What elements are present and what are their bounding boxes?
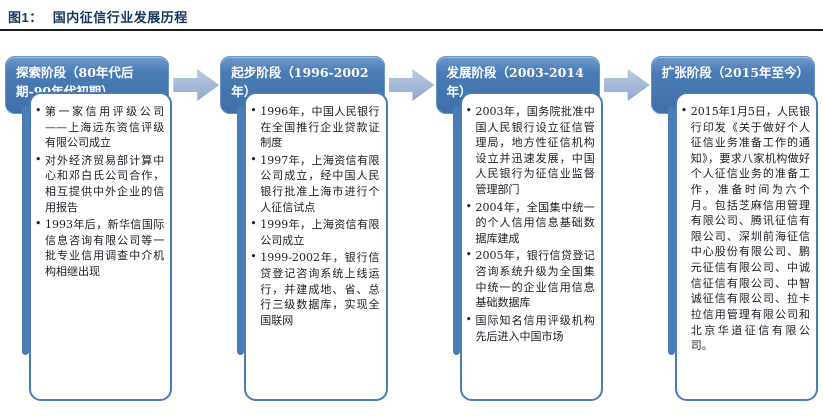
stage-body: • 第一家信用评级公司——上海远东资信评级有限公司成立 • 对外经济贸易部计算中… [29,92,173,401]
bullet-item: • 1999-2002年，银行信贷登记咨询系统上线运行，并建成地、省、总行三级数… [249,250,379,328]
bullet-icon: • [250,152,257,166]
bullet-text: 国际知名信用评级机构先后进入中国市场 [475,313,595,343]
arrow-right-icon [388,69,435,101]
figure-label: 图1： [8,10,43,25]
stage-2: 起步阶段（1996-2002年） • 1996年，中国人民银行在全国推行企业贷款… [220,56,388,401]
arrow-right-icon [603,69,650,101]
bullet-icon: • [465,312,473,326]
stage-header-label: 扩张阶段（2015年至今） [661,65,810,80]
bullet-icon: • [35,152,42,166]
stage-3: 发展阶段（2003-2014年） • 2003年，国务院批准中国人民银行设立征信… [435,56,603,401]
bullet-list: • 2003年，国务院批准中国人民银行设立征信管理局，地方性征信机构设立并迅速发… [465,104,595,344]
bullet-text: 2003年，国务院批准中国人民银行设立征信管理局，地方性征信机构设立并迅速发展，… [475,105,595,197]
bullet-item: • 1996年，中国人民银行在全国推行企业贷款证制度 [249,104,379,151]
stage-accent-bar [22,106,29,355]
process-flow: 探索阶段（80年代后期-90年代初期） • 第一家信用评级公司——上海远东资信评… [0,56,823,401]
arrow-right-icon [173,69,220,101]
bullet-item: • 2003年，国务院批准中国人民银行设立征信管理局，地方性征信机构设立并迅速发… [465,104,595,198]
stage-accent-bar [237,106,245,355]
bullet-text: 对外经济贸易部计算中心和邓白氏公司合作，相互提供中外企业的信用报告 [45,153,165,214]
bullet-item: • 1999年，上海资信有限公司成立 [249,217,379,248]
bullet-icon: • [250,217,257,231]
figure-title: 图1： 国内征信行业发展历程 [0,0,823,31]
bullet-icon: • [35,217,42,231]
stage-accent-bar [452,106,460,355]
bullet-item: • 1997年，上海资信有限公司成立，经中国人民银行批准上海市进行个人征信试点 [249,153,379,215]
bullet-text: 1993年后，新华信国际信息咨询有限公司等一批专业信用调查中介机构相继出现 [45,218,165,279]
bullet-icon: • [250,104,257,117]
stage-1: 探索阶段（80年代后期-90年代初期） • 第一家信用评级公司——上海远东资信评… [5,56,173,401]
bullet-icon: • [465,104,473,117]
stage-body: • 2015年1月5日，人民银行印发《关于做好个人征信业务准备工作的通知》，要求… [674,92,818,401]
bullet-icon: • [465,248,473,262]
bullet-icon: • [680,104,688,117]
bullet-list: • 1996年，中国人民银行在全国推行企业贷款证制度 • 1997年，上海资信有… [249,104,379,329]
stage-4: 扩张阶段（2015年至今） • 2015年1月5日，人民银行印发《关于做好个人征… [650,56,818,401]
bullet-icon: • [465,199,473,213]
stage-body: • 2003年，国务院批准中国人民银行设立征信管理局，地方性征信机构设立并迅速发… [459,92,603,401]
stage-accent-bar [667,106,675,355]
bullet-text: 2004年，全国集中统一的个人信用信息基础数据库建成 [475,200,595,245]
bullet-item: • 对外经济贸易部计算中心和邓白氏公司合作，相互提供中外企业的信用报告 [34,153,164,215]
bullet-text: 2015年1月5日，人民银行印发《关于做好个人征信业务准备工作的通知》，要求八家… [690,105,810,353]
bullet-item: • 第一家信用评级公司——上海远东资信评级有限公司成立 [34,104,164,151]
bullet-item: • 2015年1月5日，人民银行印发《关于做好个人征信业务准备工作的通知》，要求… [680,104,810,354]
bullet-text: 1997年，上海资信有限公司成立，经中国人民银行批准上海市进行个人征信试点 [260,153,380,214]
bullet-text: 1999年，上海资信有限公司成立 [260,218,380,247]
bullet-item: • 国际知名信用评级机构先后进入中国市场 [465,313,595,344]
bullet-icon: • [250,250,257,264]
bullet-text: 第一家信用评级公司——上海远东资信评级有限公司成立 [45,105,165,150]
bullet-icon: • [35,104,42,117]
bullet-item: • 1993年后，新华信国际信息咨询有限公司等一批专业信用调查中介机构相继出现 [34,217,164,279]
bullet-text: 1999-2002年，银行信贷登记咨询系统上线运行，并建成地、省、总行三级数据库… [260,251,380,327]
bullet-list: • 第一家信用评级公司——上海远东资信评级有限公司成立 • 对外经济贸易部计算中… [34,104,164,280]
bullet-item: • 2005年，银行信贷登记咨询系统升级为全国集中统一的企业信用信息基础数据库 [465,248,595,310]
stage-body: • 1996年，中国人民银行在全国推行企业贷款证制度 • 1997年，上海资信有… [244,92,388,401]
page-title: 国内征信行业发展历程 [52,10,188,25]
bullet-text: 2005年，银行信贷登记咨询系统升级为全国集中统一的企业信用信息基础数据库 [475,249,595,310]
bullet-text: 1996年，中国人民银行在全国推行企业贷款证制度 [260,105,380,150]
bullet-list: • 2015年1月5日，人民银行印发《关于做好个人征信业务准备工作的通知》，要求… [680,104,810,354]
bullet-item: • 2004年，全国集中统一的个人信用信息基础数据库建成 [465,200,595,247]
